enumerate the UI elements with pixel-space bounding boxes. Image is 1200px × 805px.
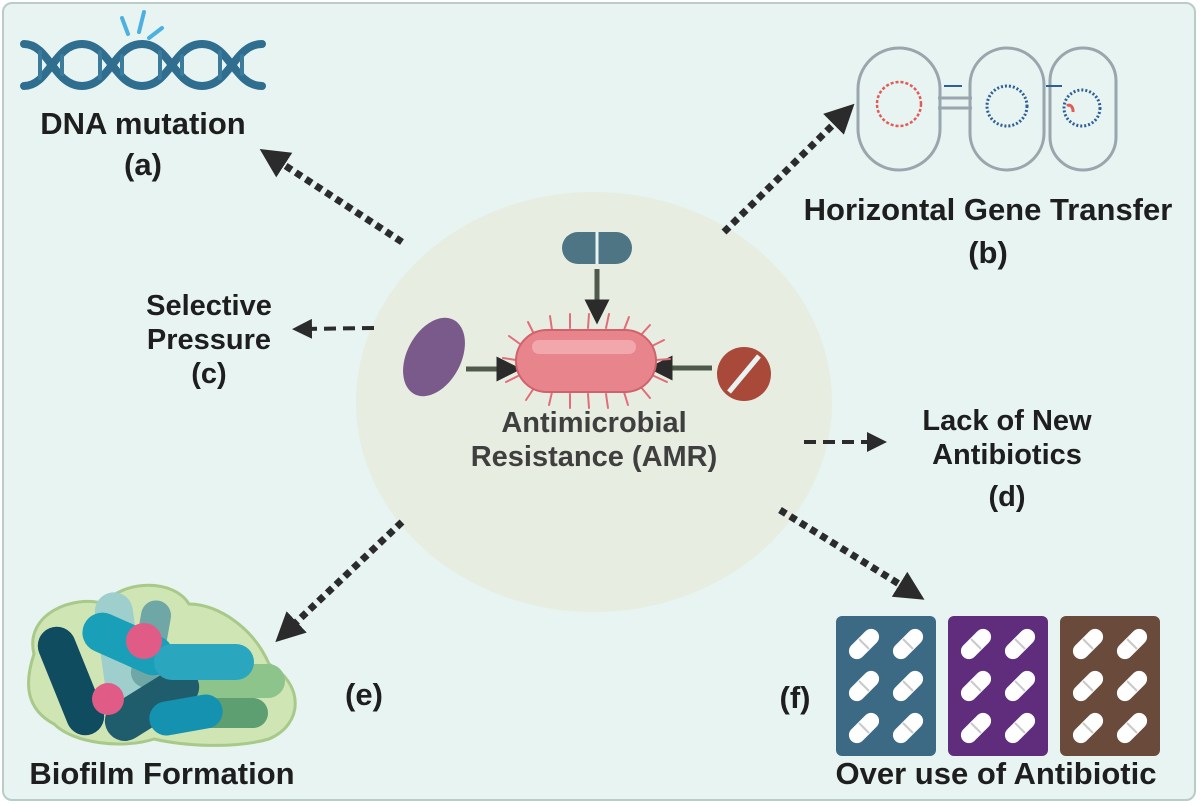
pill-capsule-seam [858,680,870,692]
bacterium-icon [502,313,671,409]
lack-of-new-antibiotics-line2: Antibiotics [932,439,1082,472]
center-title-line1: Antimicrobial [501,407,687,439]
mutation-spark-icon [120,10,164,40]
capsule-icon [562,232,632,264]
blister-pills-icon [848,628,1148,744]
lack-of-new-antibiotics-label: Lack of New Antibiotics (d) [882,404,1132,515]
biofilm-formation-title: Biofilm Formation [29,756,295,791]
selective-pressure-letter: (c) [191,358,227,391]
arrow-to-biofilm-formation [275,519,405,643]
horizontal-gene-transfer-title: Horizontal Gene Transfer [803,192,1173,227]
center-title-line2: Resistance (AMR) [470,441,718,474]
pill-capsule-seam [970,680,982,692]
pill-capsule-seam [1082,722,1094,734]
pill-capsule-seam [1126,680,1138,692]
pill-capsule-seam [1014,638,1026,650]
arrow-to-horizontal-gene-transfer [721,103,855,235]
tablet-icon [717,347,771,401]
pill-capsule-seam [1126,638,1138,650]
biofilm-icon [27,583,297,747]
selective-pressure-line2: Pressure [146,324,272,357]
dna-mutation-letter: (a) [124,146,162,182]
lack-of-new-antibiotics-letter: (d) [988,481,1026,514]
biofilm-letter: (e) [345,677,383,712]
pill-capsule-seam [858,722,870,734]
overuse-of-antibiotic-title: Over use of Antibiotic [835,756,1157,791]
gene-transfer-icon [856,46,1118,172]
pill-capsule-seam [970,638,982,650]
dna-mutation-title: DNA mutation [40,106,246,141]
pill-capsule-seam [902,680,914,692]
pill-capsule-seam [1126,722,1138,734]
center-circle [356,192,832,612]
overuse-letter: (f) [779,680,811,715]
pill-capsule-seam [858,638,870,650]
arrow-to-selective-pressure [292,318,375,339]
selective-pressure-label: Selective Pressure (c) [104,289,314,392]
horizontal-gene-transfer-letter: (b) [968,234,1008,270]
pill-capsule-seam [970,722,982,734]
pill-capsule-seam [1082,638,1094,650]
pill-capsule-seam [1082,680,1094,692]
selective-pressure-line1: Selective [146,290,272,322]
arrow-to-overuse-antibiotic [778,507,925,600]
arrow-to-dna-mutation [259,148,404,245]
diagram-canvas [20,10,1160,756]
dna-icon [20,39,266,91]
pill-capsule-seam [1014,722,1026,734]
pill-capsule-seam [1014,680,1026,692]
pill-capsule-seam [902,722,914,734]
bean-pill-icon [403,317,465,397]
pill-capsule-seam [902,638,914,650]
lack-of-new-antibiotics-line1: Lack of New [922,405,1092,437]
center-title: Antimicrobial Resistance (AMR) [454,406,734,474]
horizontal-gene-transfer-label: Horizontal Gene Transfer (b) [782,192,1194,271]
dna-mutation-label: DNA mutation (a) [4,106,282,183]
